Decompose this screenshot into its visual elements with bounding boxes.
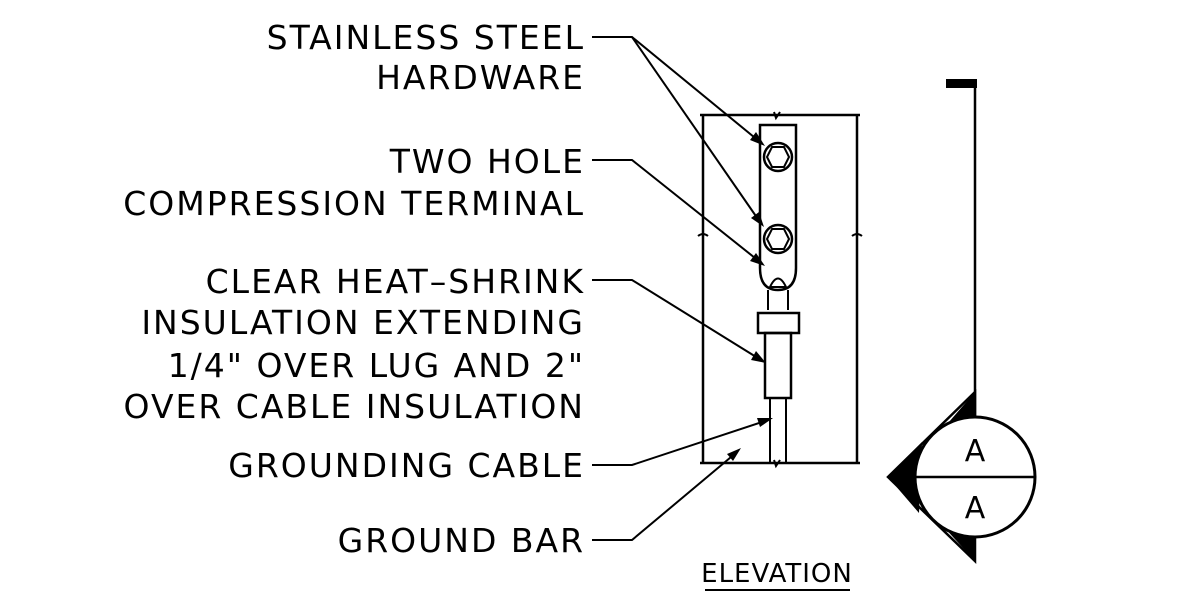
- terminal-barrel: [767, 290, 789, 310]
- label-two-hole: TWO HOLE: [389, 142, 585, 181]
- label-hardware: HARDWARE: [376, 58, 585, 97]
- section-tag-top: A: [965, 434, 986, 469]
- section-line-end: [946, 79, 977, 88]
- label-insulation-extending: INSULATION EXTENDING: [141, 303, 585, 342]
- view-title: ELEVATION: [701, 559, 853, 591]
- elevation-title: ELEVATION: [701, 559, 853, 589]
- arrowhead-upper-bolt: [750, 132, 765, 146]
- label-stainless-steel: STAINLESS STEEL: [267, 18, 585, 57]
- shrink-band: [756, 311, 801, 335]
- callout-labels: STAINLESS STEEL HARDWARE TWO HOLE COMPRE…: [123, 18, 585, 560]
- leader-ground-bar: [592, 451, 738, 541]
- inspection-window: [768, 277, 788, 288]
- leader-heat-shrink: [592, 279, 762, 361]
- label-grounding-cable: GROUNDING CABLE: [228, 446, 585, 485]
- upper-bolt-icon: [762, 141, 794, 173]
- heat-shrink-sleeve: [756, 311, 801, 400]
- leader-stainless-to-lower-bolt: [631, 36, 761, 223]
- upper-bolt-hex-icon: [765, 146, 791, 168]
- compression-terminal: [758, 123, 798, 310]
- leader-terminal: [592, 159, 761, 263]
- section-marker: A A: [886, 79, 1037, 564]
- break-mark-bottom: [773, 459, 781, 469]
- break-mark-left: [697, 233, 709, 237]
- break-mark-top: [773, 111, 781, 121]
- label-over-cable-insulation: OVER CABLE INSULATION: [124, 387, 585, 426]
- lower-bolt-hex-icon: [765, 228, 791, 250]
- label-ground-bar: GROUND BAR: [338, 521, 585, 560]
- label-compression-terminal: COMPRESSION TERMINAL: [123, 184, 585, 223]
- section-direction-arrow-icon: [888, 442, 922, 513]
- arrowhead-lower-bolt: [751, 212, 764, 227]
- shrink-sleeve: [763, 331, 793, 400]
- lower-bolt-icon: [762, 223, 794, 255]
- section-tag-bottom: A: [965, 491, 986, 526]
- leader-grounding-cable: [592, 419, 769, 466]
- ground-bar: [697, 111, 863, 469]
- break-mark-right: [851, 233, 863, 237]
- leader-stainless-to-upper-bolt: [592, 36, 761, 143]
- grounding-cable: [769, 398, 787, 463]
- arrowhead-heat-shrink: [751, 351, 766, 363]
- terminal-tongue: [758, 123, 798, 292]
- arrowhead-ground-bar: [727, 448, 741, 461]
- label-clear-heat-shrink: CLEAR HEAT–SHRINK: [206, 262, 585, 301]
- leader-lines: [592, 36, 773, 541]
- label-quarter-over-lug: 1/4" OVER LUG AND 2": [168, 346, 585, 385]
